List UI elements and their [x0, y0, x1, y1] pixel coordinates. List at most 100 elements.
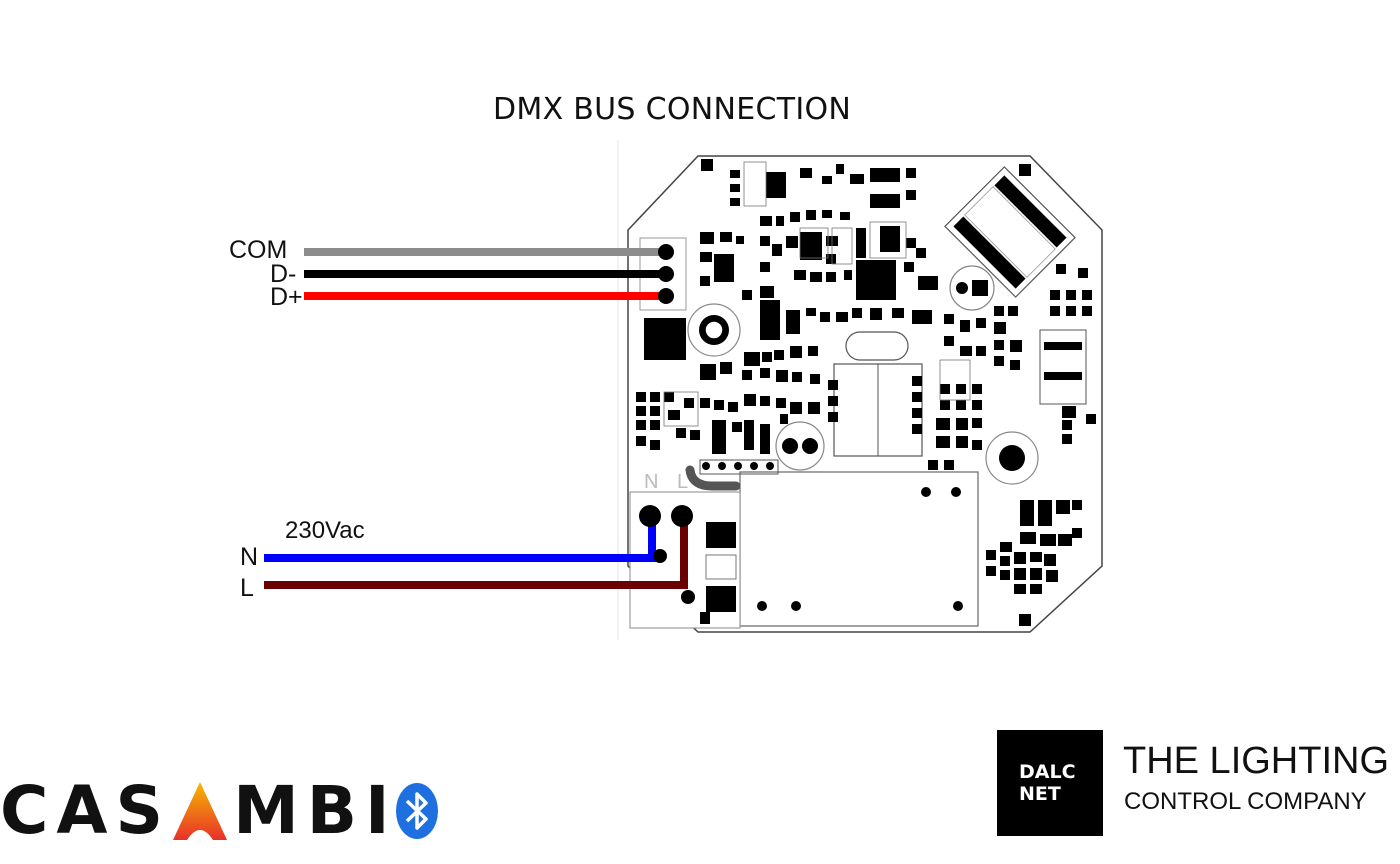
component-footprint — [663, 391, 699, 427]
smd-part — [776, 370, 788, 382]
smd-part — [940, 384, 950, 394]
smd-part — [1030, 568, 1042, 580]
smd-part — [1050, 306, 1060, 316]
smd-part — [760, 300, 780, 340]
smd-part — [668, 410, 680, 420]
smd-part — [1056, 264, 1066, 274]
smd-part — [1040, 534, 1056, 546]
component-footprint — [799, 227, 829, 259]
smd-part — [870, 308, 882, 320]
smd-part — [836, 312, 848, 322]
smd-part — [1082, 290, 1092, 300]
smd-part — [916, 248, 926, 258]
smd-part — [912, 310, 932, 324]
smd-part — [1020, 532, 1036, 544]
smd-part — [994, 356, 1004, 366]
tagline-line2: CONTROL COMPANY — [1124, 788, 1367, 815]
live-wire — [264, 516, 688, 589]
smd-part — [940, 400, 950, 410]
d-minus-terminal — [658, 266, 674, 282]
casambi-letters-after: MBI — [233, 772, 398, 849]
smd-part — [1072, 528, 1082, 538]
smd-part — [956, 384, 966, 394]
smd-part — [736, 236, 744, 244]
smd-part — [810, 272, 822, 282]
smd-part — [892, 308, 904, 318]
smd-part — [676, 428, 686, 438]
smd-part — [730, 170, 740, 178]
smd-part — [794, 270, 806, 280]
smd-part — [780, 414, 788, 424]
smd-part — [870, 168, 900, 182]
smd-part — [760, 236, 770, 246]
smd-part — [972, 384, 982, 394]
smd-part — [1078, 268, 1088, 278]
dalcnet-line2: NET — [1019, 783, 1061, 805]
smd-part — [790, 346, 802, 358]
smd-part — [760, 262, 770, 272]
smd-part — [776, 216, 784, 226]
smd-part — [1014, 568, 1026, 580]
smd-part — [840, 212, 850, 220]
smd-part — [714, 254, 734, 282]
smd-part — [1062, 434, 1072, 444]
smd-part — [700, 252, 712, 262]
smd-part — [808, 346, 818, 356]
casambi-logo: CAS MBI — [0, 766, 398, 856]
smd-part — [856, 228, 866, 258]
smd-part — [1000, 556, 1010, 566]
smd-part — [732, 422, 742, 432]
smd-components — [636, 161, 1096, 594]
smd-part — [650, 420, 660, 430]
smd-part — [826, 254, 836, 264]
smd-part — [986, 550, 996, 560]
smd-part — [956, 436, 968, 448]
smd-part — [906, 190, 916, 200]
smd-part — [944, 336, 954, 346]
terminal-label-n: N — [644, 471, 658, 493]
smd-part — [972, 440, 982, 450]
smd-part — [994, 340, 1004, 350]
smd-part — [800, 168, 812, 178]
smd-part — [944, 460, 954, 470]
smd-part — [1000, 542, 1012, 552]
smd-part — [994, 322, 1006, 334]
smd-part — [730, 198, 740, 206]
smd-part — [936, 418, 950, 430]
smd-part — [912, 392, 922, 402]
smd-part — [870, 194, 900, 208]
smd-part — [760, 216, 772, 226]
diagram-title: DMX BUS CONNECTION — [493, 92, 852, 127]
smd-part — [994, 306, 1004, 316]
smd-part — [912, 408, 922, 418]
smd-part — [760, 396, 770, 406]
smd-part — [844, 270, 852, 280]
smd-part — [712, 420, 726, 454]
terminal-label-l: L — [677, 471, 688, 493]
smd-part — [744, 352, 760, 366]
smd-part — [744, 420, 754, 450]
smd-part — [972, 418, 982, 428]
smd-part — [774, 350, 784, 360]
smd-part — [636, 406, 646, 416]
com-label: COM — [229, 236, 288, 264]
n-terminal — [639, 505, 661, 527]
smd-part — [972, 400, 982, 410]
smd-part — [986, 566, 996, 576]
smd-part — [636, 420, 646, 430]
smd-part — [912, 424, 922, 434]
casambi-a-icon — [173, 782, 228, 840]
smd-part — [1086, 414, 1096, 424]
pcb-board: N L — [617, 140, 1103, 640]
smd-part — [1010, 360, 1020, 370]
smd-part — [836, 164, 844, 174]
smd-part — [1050, 290, 1060, 300]
smd-part — [744, 394, 756, 406]
smd-part — [650, 440, 660, 450]
smd-part — [760, 286, 774, 298]
voltage-label: 230Vac — [285, 517, 365, 544]
tagline-line1: THE LIGHTING — [1123, 740, 1390, 782]
smd-part — [714, 400, 724, 410]
smd-part — [928, 460, 938, 470]
smd-part — [852, 308, 862, 318]
